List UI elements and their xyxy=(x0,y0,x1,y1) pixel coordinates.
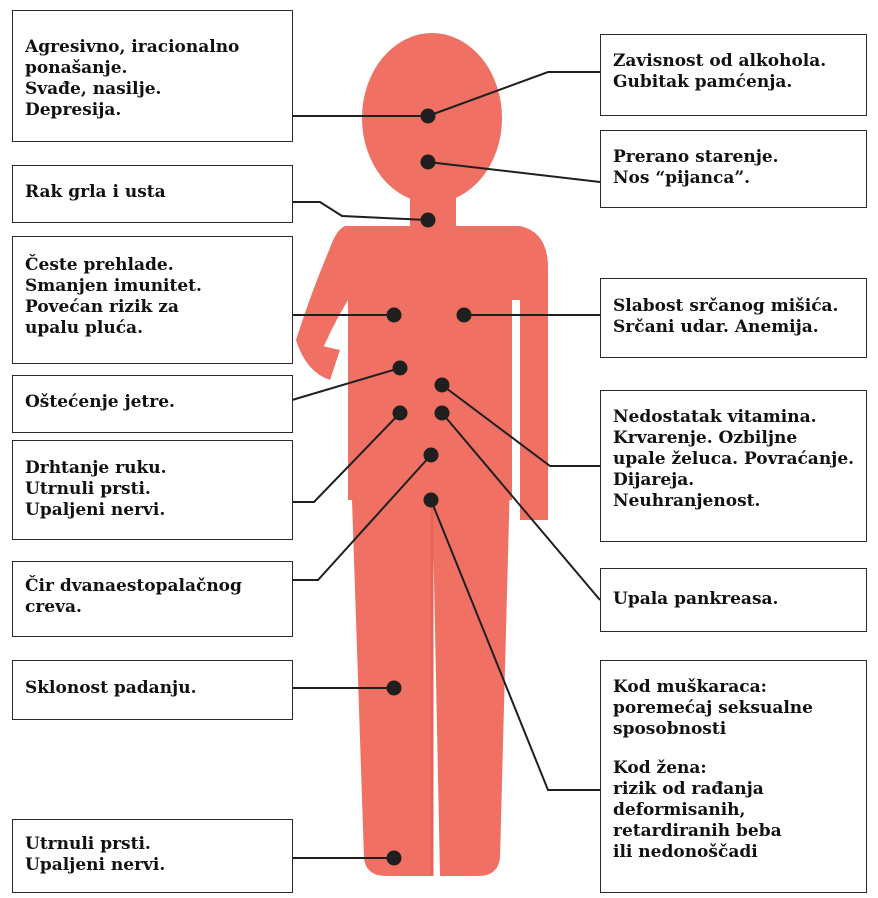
box-lungs: Česte prehlade. Smanjen imunitet. Poveća… xyxy=(12,236,293,364)
box-reproductive-women-line: ili nedonoščadi xyxy=(613,842,854,863)
left-arm-shadow xyxy=(296,340,340,380)
box-nerves-hands-line: Drhtanje ruku. xyxy=(25,458,280,479)
box-brain-line: Svađe, nasilje. xyxy=(25,79,280,100)
box-duodenum: Čir dvanaestopalačnog creva. xyxy=(12,561,293,637)
box-lungs-line: Smanjen imunitet. xyxy=(25,276,280,297)
box-duodenum-line: creva. xyxy=(25,597,280,618)
box-lungs-line: upalu pluća. xyxy=(25,318,280,339)
box-heart-line: Slabost srčanog mišića. xyxy=(613,296,854,317)
box-lungs-line: Povećan rizik za xyxy=(25,297,280,318)
dot-reproductive xyxy=(424,493,439,508)
box-nerves-hands-line: Upaljeni nervi. xyxy=(25,500,280,521)
box-throat-line: Rak grla i usta xyxy=(25,182,280,203)
box-stomach: Nedostatak vitamina. Krvarenje. Ozbiljne… xyxy=(600,390,867,542)
box-heart-line: Srčani udar. Anemija. xyxy=(613,317,854,338)
box-lungs-line: Česte prehlade. xyxy=(25,255,280,276)
box-throat: Rak grla i usta xyxy=(12,165,293,223)
dot-lungs xyxy=(387,308,402,323)
box-reproductive-men-line: Kod muškaraca: xyxy=(613,677,854,698)
box-reproductive-women-line: rizik od rađanja xyxy=(613,779,854,800)
dot-duodenum xyxy=(424,448,439,463)
box-stomach-line: Dijareja. xyxy=(613,470,854,491)
box-reproductive: Kod muškaraca: poremećaj seksualne sposo… xyxy=(600,660,867,893)
box-nerves-feet: Utrnuli prsti. Upaljeni nervi. xyxy=(12,819,293,893)
box-reproductive-women-line: deformisanih, xyxy=(613,800,854,821)
box-duodenum-line: Čir dvanaestopalačnog xyxy=(25,576,280,597)
torso xyxy=(296,226,548,520)
box-stomach-line: Nedostatak vitamina. xyxy=(613,407,854,428)
dot-nose xyxy=(421,155,436,170)
box-nerves-hands: Drhtanje ruku. Utrnuli prsti. Upaljeni n… xyxy=(12,440,293,540)
dot-liver xyxy=(393,361,408,376)
box-reproductive-women-line: Kod žena: xyxy=(613,758,854,779)
box-aging-line: Nos “pijanca”. xyxy=(613,168,854,189)
left-leg xyxy=(352,480,432,876)
box-liver: Oštećenje jetre. xyxy=(12,375,293,433)
box-brain-line: Depresija. xyxy=(25,100,280,121)
dot-heart xyxy=(457,308,472,323)
box-pancreas: Upala pankreasa. xyxy=(600,568,867,632)
dot-feet-nerves xyxy=(387,851,402,866)
dot-hands-nerves xyxy=(393,406,408,421)
dot-throat xyxy=(421,213,436,228)
box-alcohol: Zavisnost od alkohola. Gubitak pamćenja. xyxy=(600,34,867,116)
box-aging-line: Prerano starenje. xyxy=(613,147,854,168)
box-alcohol-line: Gubitak pamćenja. xyxy=(613,72,854,93)
box-pancreas-line: Upala pankreasa. xyxy=(613,589,854,610)
box-falls: Sklonost padanju. xyxy=(12,660,293,720)
box-stomach-line: Neuhranjenost. xyxy=(613,491,854,512)
box-stomach-line: Krvarenje. Ozbiljne xyxy=(613,428,854,449)
box-reproductive-men-line: sposobnosti xyxy=(613,719,854,740)
box-falls-line: Sklonost padanju. xyxy=(25,678,280,699)
box-nerves-feet-line: Utrnuli prsti. xyxy=(25,834,280,855)
box-reproductive-men-line: poremećaj seksualne xyxy=(613,698,854,719)
dot-falls xyxy=(387,681,402,696)
dot-brain xyxy=(421,109,436,124)
box-nerves-hands-line: Utrnuli prsti. xyxy=(25,479,280,500)
box-aging: Prerano starenje. Nos “pijanca”. xyxy=(600,130,867,208)
box-brain-line: ponašanje. xyxy=(25,58,280,79)
box-reproductive-women-line: retardiranih beba xyxy=(613,821,854,842)
dot-pancreas xyxy=(435,406,450,421)
box-nerves-feet-line: Upaljeni nervi. xyxy=(25,855,280,876)
right-leg xyxy=(432,480,510,876)
box-heart: Slabost srčanog mišića. Srčani udar. Ane… xyxy=(600,278,867,358)
box-stomach-line: upale želuca. Povraćanje. xyxy=(613,449,854,470)
paragraph-gap xyxy=(613,740,854,758)
box-liver-line: Oštećenje jetre. xyxy=(25,392,280,413)
box-alcohol-line: Zavisnost od alkohola. xyxy=(613,51,854,72)
box-brain: Agresivno, iracionalno ponašanje. Svađe,… xyxy=(12,10,293,142)
dot-stomach xyxy=(435,378,450,393)
box-brain-line: Agresivno, iracionalno xyxy=(25,37,280,58)
